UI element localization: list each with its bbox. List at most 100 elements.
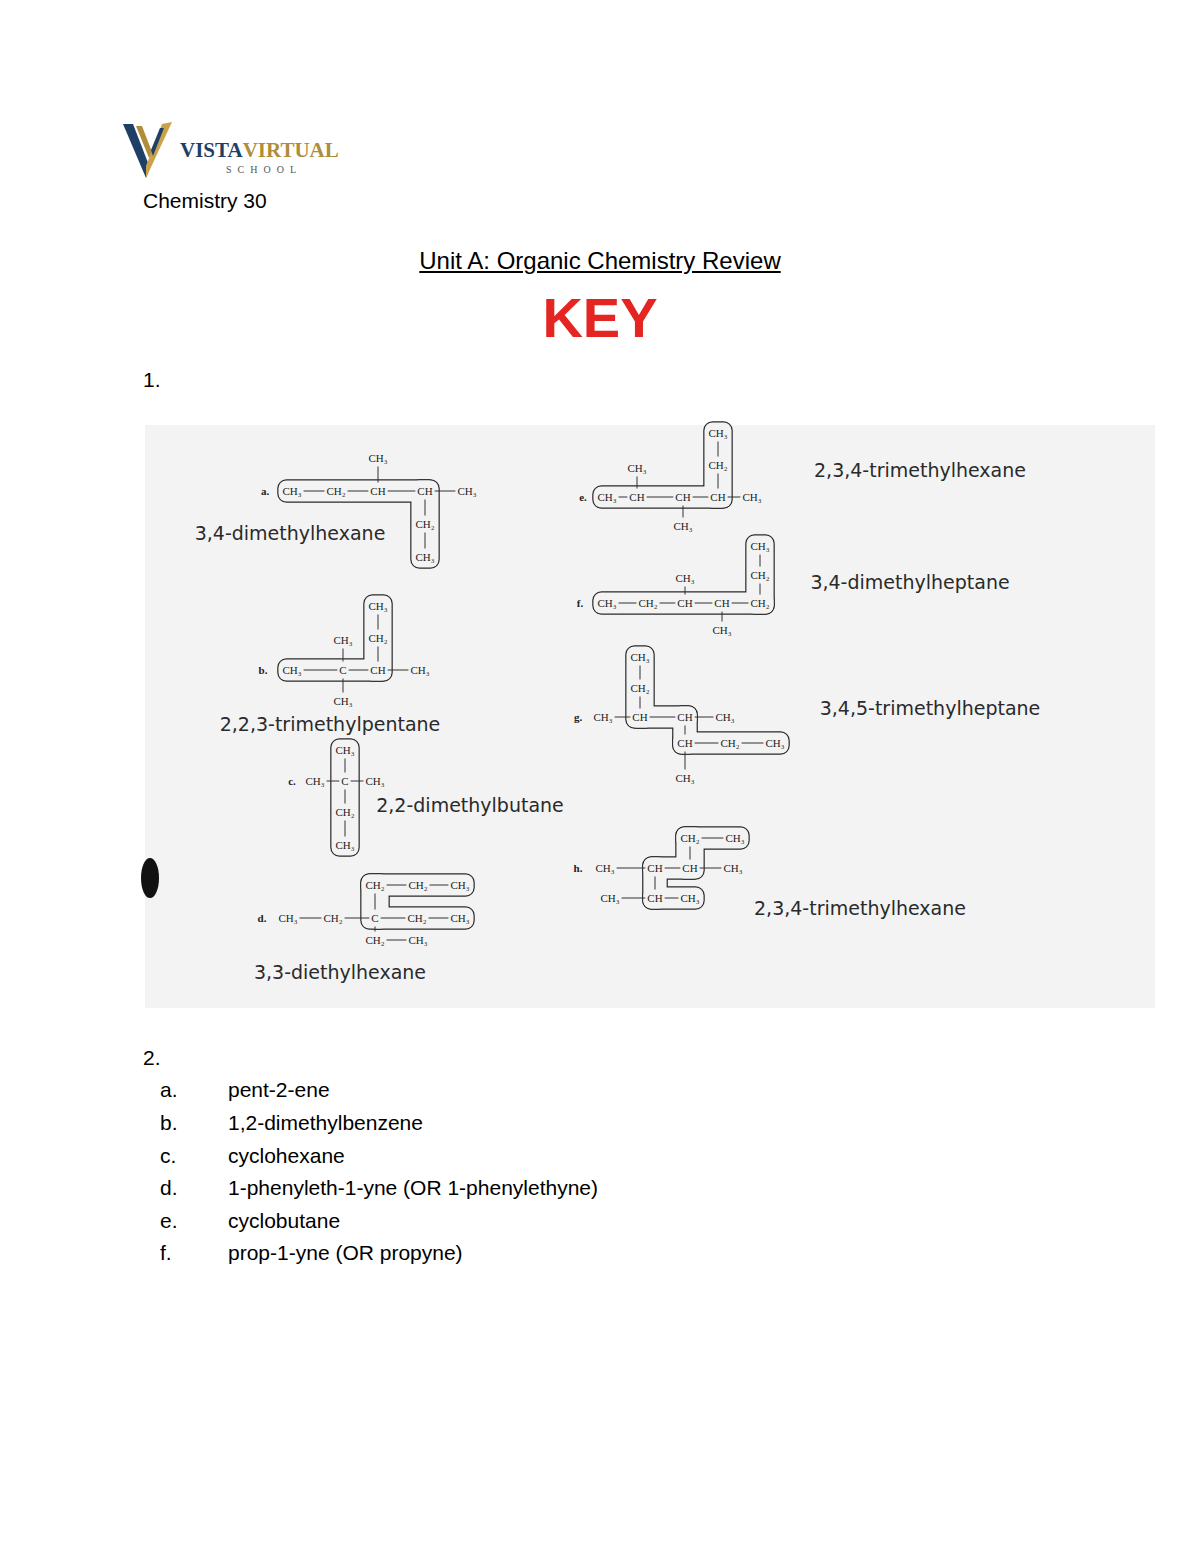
bond-line: [375, 894, 376, 910]
bond-line: [637, 477, 638, 489]
logo-word: VIRTUAL: [243, 138, 339, 162]
formula-group: CH: [632, 711, 647, 724]
bond-line: [718, 474, 719, 489]
formula-group: CH₃: [415, 551, 434, 564]
document-text: Chemistry 30: [143, 188, 267, 214]
formula-group: CH₃: [450, 879, 469, 892]
document-text: prop-1-yne (OR propyne): [228, 1240, 463, 1266]
formula-group: CH₃: [368, 452, 387, 465]
structure-letter: g.: [574, 711, 582, 724]
document-text: pent-2-ene: [228, 1077, 330, 1103]
logo-chevron-left: [123, 124, 150, 178]
bond-line: [327, 781, 340, 782]
bond-line: [700, 868, 722, 869]
logo-chevron-inner: [136, 126, 152, 158]
formula-group: CH₂: [720, 737, 739, 750]
bond-line: [690, 847, 691, 860]
chain-loop-fill: [331, 740, 358, 856]
formula-group: CH: [370, 664, 385, 677]
bond-line: [640, 697, 641, 709]
formula-group: CH₃: [282, 485, 301, 498]
bond-line: [387, 885, 407, 886]
document-text: 1.: [143, 367, 161, 393]
formula-group: CH₃: [368, 600, 387, 613]
formula-group: CH₃: [680, 892, 699, 905]
chain-loop: [367, 908, 473, 929]
formula-group: CH₃: [715, 711, 734, 724]
bond-line: [300, 918, 322, 919]
chain-loop: [411, 481, 438, 568]
bond-line: [685, 752, 686, 770]
formula-group: CH₃: [750, 540, 769, 553]
formula-group: CH: [675, 491, 690, 504]
formula-group: C: [339, 664, 346, 677]
chain-loop: [673, 733, 788, 754]
bond-line: [683, 506, 684, 518]
formula-group: CH₃: [333, 695, 352, 708]
formula-group: CH₃: [675, 572, 694, 585]
formula-group: CH₂: [750, 569, 769, 582]
formula-group: CH: [710, 491, 725, 504]
chain-loop-fill: [643, 888, 703, 909]
bond-line: [378, 467, 379, 483]
formula-group: CH₂: [326, 485, 345, 498]
document-text: 2.: [143, 1045, 161, 1071]
bond-line: [378, 647, 379, 662]
bond-line: [622, 898, 646, 899]
formula-group: CH₃: [333, 634, 352, 647]
formula-group: CH₃: [335, 839, 354, 852]
bond-line: [304, 491, 325, 492]
compound-name: 2,3,4-trimethylhexane: [814, 459, 1026, 481]
document-text: a.: [160, 1077, 178, 1103]
bonds: [300, 442, 764, 941]
formula-group: CH₃: [305, 775, 324, 788]
formula-group: CH₃: [673, 520, 692, 533]
formula-group: CH: [370, 485, 385, 498]
formula-group: CH: [714, 597, 729, 610]
bond-line: [378, 615, 379, 630]
formula-group: CH: [417, 485, 432, 498]
document-text: 1-phenyleth-1-yne (OR 1-phenylethyne): [228, 1175, 598, 1201]
key-heading: KEY: [542, 287, 657, 349]
formula-group: CH₂: [750, 597, 769, 610]
bond-line: [375, 927, 376, 932]
document-text: 1,2-dimethylbenzene: [228, 1110, 423, 1136]
chain-loop-fill: [704, 423, 731, 508]
document-text: d.: [160, 1175, 178, 1201]
chain-loop: [643, 888, 703, 909]
bond-line: [381, 918, 406, 919]
formula-group: CH₂: [638, 597, 657, 610]
formula-group: CH₃: [723, 862, 742, 875]
formula-group: CH₃: [595, 862, 614, 875]
formula-group: CH₃: [335, 744, 354, 757]
formula-group: C: [371, 912, 378, 925]
bond-line: [655, 877, 656, 890]
formula-group: CH₃: [675, 772, 694, 785]
scan-background: [145, 425, 1155, 1008]
chain-loop-fill: [746, 536, 773, 614]
formula-group: CH₃: [712, 624, 731, 637]
formula-group: CH₃: [627, 462, 646, 475]
compound-name: 3,3-diethylhexane: [254, 961, 426, 983]
bond-line: [388, 670, 409, 671]
punch-hole-shadow: [141, 858, 159, 898]
chain-loop-fill: [673, 733, 788, 754]
bond-line: [742, 743, 764, 744]
bond-line: [351, 781, 364, 782]
bond-line: [345, 790, 346, 804]
structure-letter: d.: [258, 912, 267, 925]
chain-loops-fill: [278, 423, 788, 929]
formula-group: CH₃: [630, 651, 649, 664]
formula-group: CH₃: [408, 934, 427, 947]
bond-line: [349, 670, 369, 671]
logo-subword: SCHOOL: [226, 164, 302, 176]
chain-loop: [746, 536, 773, 614]
bond-line: [387, 940, 407, 941]
formula-group: C: [341, 775, 348, 788]
bond-line: [617, 868, 646, 869]
bond-line: [345, 759, 346, 773]
bond-line: [348, 491, 369, 492]
compound-name: 2,2-dimethylbutane: [376, 794, 564, 816]
formula-group: CH₂: [335, 806, 354, 819]
structure-letter: b.: [259, 664, 268, 677]
